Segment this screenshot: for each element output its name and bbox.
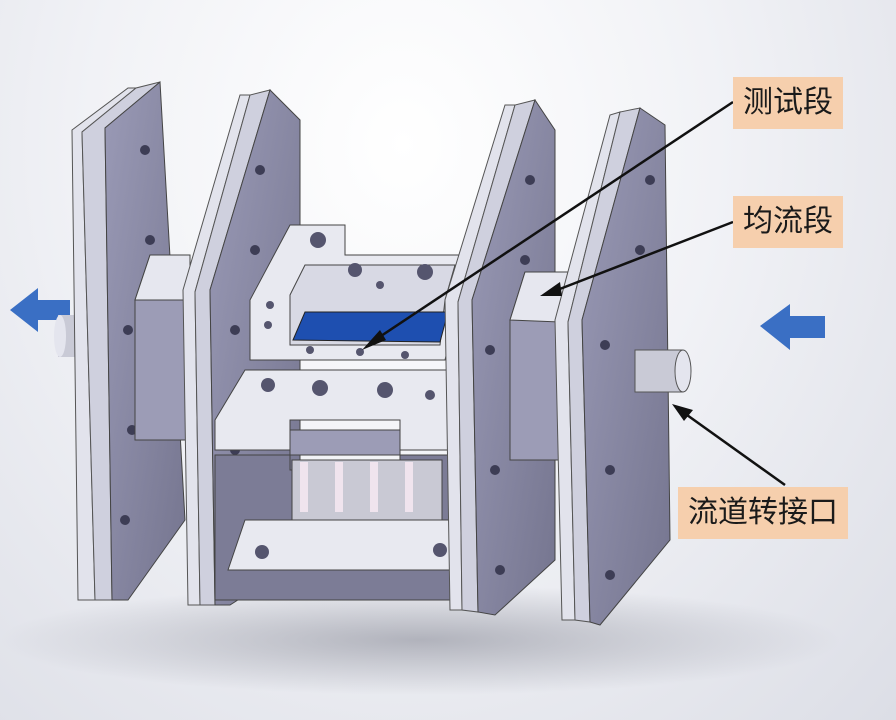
inlet-pipe-adapter	[634, 349, 692, 393]
end-plate-right	[554, 107, 671, 626]
test-channel	[292, 311, 449, 343]
channel-adapter-label: 流道转接口	[678, 487, 848, 539]
inlet-arrow-icon	[760, 304, 825, 350]
leader-lines	[362, 100, 786, 487]
outlet-arrow-icon	[10, 288, 70, 332]
floor-shadow	[0, 585, 840, 695]
flow-equalizing-section-label: 均流段	[733, 196, 843, 248]
test-section-label: 测试段	[733, 77, 843, 129]
test-section-body	[214, 224, 471, 601]
